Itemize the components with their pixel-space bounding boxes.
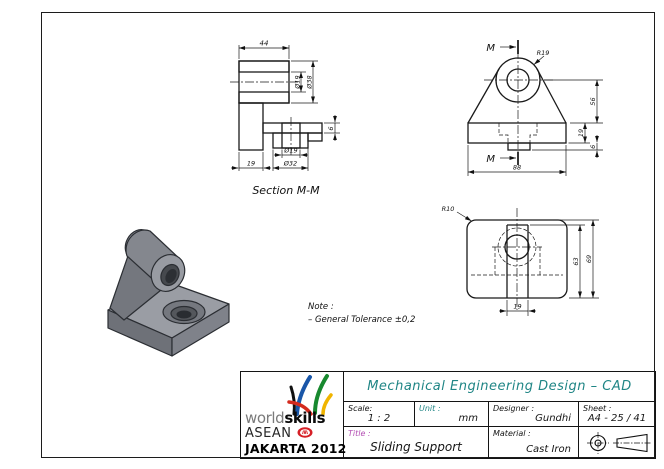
sheet-cell: Sheet : A4 - 25 / 41 — [578, 402, 655, 427]
logo-event: JAKARTA 2012 — [245, 441, 347, 456]
cut-label-bottom: M — [486, 154, 495, 165]
dimension-88: 88 — [467, 145, 567, 176]
side-view: R10 63 69 19 — [442, 205, 599, 316]
general-note: Note : – General Tolerance ±0,2 — [308, 301, 415, 327]
dim-56-text: 56 — [589, 97, 597, 105]
scale-cell: Scale: 1 : 2 — [344, 402, 414, 427]
logo-skills: skills — [284, 409, 326, 427]
projection-symbol-icon — [587, 432, 652, 454]
dimension-boss-dia32: Ø32 — [272, 144, 309, 171]
logo-world: world — [245, 409, 285, 427]
dimension-63: 63 — [530, 224, 599, 299]
dimension-slot-19: 19 — [499, 300, 536, 316]
unit-label: Unit : — [419, 404, 441, 413]
sheet-value: A4 - 25 / 41 — [587, 413, 647, 424]
dimension-boss-hole-dia19: Ø19 — [274, 147, 308, 158]
section-cut-geometry — [230, 60, 323, 155]
designer-cell: Designer : Gundhi — [488, 402, 578, 427]
dim-63-text: 63 — [572, 257, 580, 265]
dim-dia38-text: Ø38 — [306, 75, 314, 89]
model-geometry — [107, 229, 230, 357]
cut-label-top: M — [486, 43, 495, 54]
sheet-label: Sheet : — [583, 404, 612, 413]
title-label: Title : — [348, 429, 371, 438]
designer-value: Gundhi — [535, 413, 571, 424]
front-geometry — [467, 50, 567, 157]
dim-web-19-text: 19 — [247, 160, 255, 168]
r19-text: R19 — [537, 49, 550, 57]
cutting-plane-bottom: M — [486, 152, 519, 165]
dimension-outer-dia38: Ø38 — [291, 60, 318, 104]
section-view-label: Section M-M — [252, 184, 320, 197]
title-value: Sliding Support — [370, 440, 462, 454]
dimension-hole-dia19: Ø19 — [291, 71, 306, 93]
dimension-web-19: 19 — [231, 152, 271, 171]
scale-label: Scale: — [348, 404, 373, 413]
cutting-plane-top: M — [486, 40, 519, 54]
dimension-flange-6: 6 — [324, 115, 340, 141]
note-line: – General Tolerance ±0,2 — [308, 315, 416, 325]
dim-88-text: 88 — [513, 164, 521, 172]
titleblock-header: Mechanical Engineering Design – CAD — [344, 372, 655, 402]
logo-cell: worldskills ASEAN JAKARTA 2012 — [241, 372, 347, 458]
worldskills-logo-icon — [287, 374, 333, 416]
dim-69-text: 69 — [585, 255, 593, 263]
section-view: 44 Ø19 Ø38 6 Ø19 — [230, 40, 340, 197]
dimension-44: 44 — [238, 40, 290, 59]
isometric-model — [107, 229, 230, 357]
dim-boss6-text: 6 — [589, 145, 597, 149]
radius-callout-r19: R19 — [533, 49, 550, 65]
dimension-base-19: 19 — [568, 123, 590, 144]
dim-dia32-text: Ø32 — [283, 160, 297, 168]
r10-text: R10 — [442, 205, 455, 213]
designer-label: Designer : — [493, 404, 535, 413]
material-value: Cast Iron — [526, 444, 571, 455]
title-cell: Title : Sliding Support — [344, 427, 488, 458]
dim-boss-hole-text: Ø19 — [283, 147, 297, 155]
dim-6-text: 6 — [327, 126, 335, 130]
unit-cell: Unit : mm — [414, 402, 488, 427]
dimension-56: 56 — [544, 79, 603, 124]
logo-text: worldskills ASEAN JAKARTA 2012 — [245, 411, 347, 456]
side-geometry — [466, 208, 568, 310]
material-cell: Material : Cast Iron — [488, 427, 578, 458]
radius-callout-r10: R10 — [442, 205, 472, 222]
sheet-border — [41, 12, 655, 458]
dimension-69: 69 — [553, 219, 599, 298]
projection-symbol-cell — [578, 427, 655, 458]
logo-asean: ASEAN — [245, 426, 292, 441]
material-label: Material : — [493, 429, 531, 438]
dim-slot19-text: 19 — [513, 303, 521, 311]
asean-emblem-icon — [297, 427, 313, 438]
scale-value: 1 : 2 — [367, 413, 391, 424]
dim-base19-text: 19 — [577, 129, 585, 137]
unit-value: mm — [458, 413, 478, 424]
dim-44-text: 44 — [260, 40, 269, 48]
dimension-boss-6: 6 — [532, 135, 603, 158]
front-view: M M R19 56 19 6 — [467, 40, 603, 176]
dim-dia19-text: Ø19 — [294, 75, 302, 89]
title-block: worldskills ASEAN JAKARTA 2012 Mechanica… — [240, 371, 656, 459]
note-heading: Note : — [308, 302, 334, 312]
